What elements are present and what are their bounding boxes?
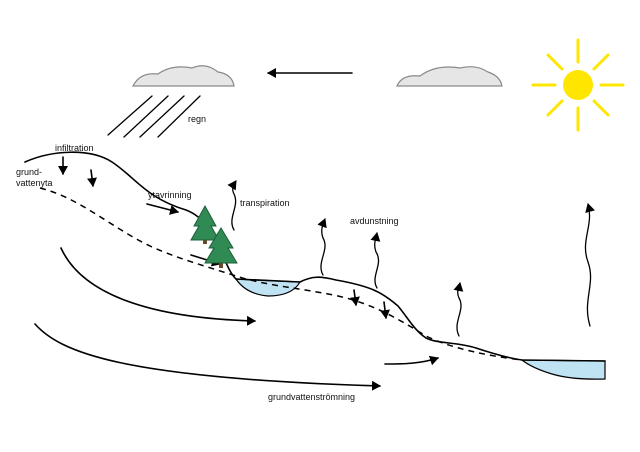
- sun-icon: [531, 38, 625, 132]
- lake-upper: [234, 278, 302, 297]
- label-transpiration: transpiration: [240, 198, 290, 208]
- lake-lower: [520, 359, 606, 380]
- evaporation-arrows: [227, 180, 595, 337]
- label-regn: regn: [188, 114, 206, 124]
- ground-surface: [24, 151, 606, 362]
- groundwater-flow-arrows: [34, 247, 439, 391]
- label-ytavrinning: ytavrinning: [148, 190, 192, 200]
- rain-lines: [107, 95, 201, 138]
- label-grundvattenstromning: grundvattenströmning: [268, 392, 355, 402]
- label-vattenyta: vattenyta: [16, 178, 53, 188]
- infiltration-arrows: [58, 156, 390, 319]
- rain-cloud: [132, 65, 235, 87]
- label-infiltration: infiltration: [55, 143, 94, 153]
- pine-trees-icon: [190, 204, 238, 268]
- groundwater-table: [39, 187, 523, 361]
- label-grund: grund-: [16, 167, 42, 177]
- label-avdunstning: avdunstning: [350, 216, 399, 226]
- cloud-right: [396, 66, 503, 87]
